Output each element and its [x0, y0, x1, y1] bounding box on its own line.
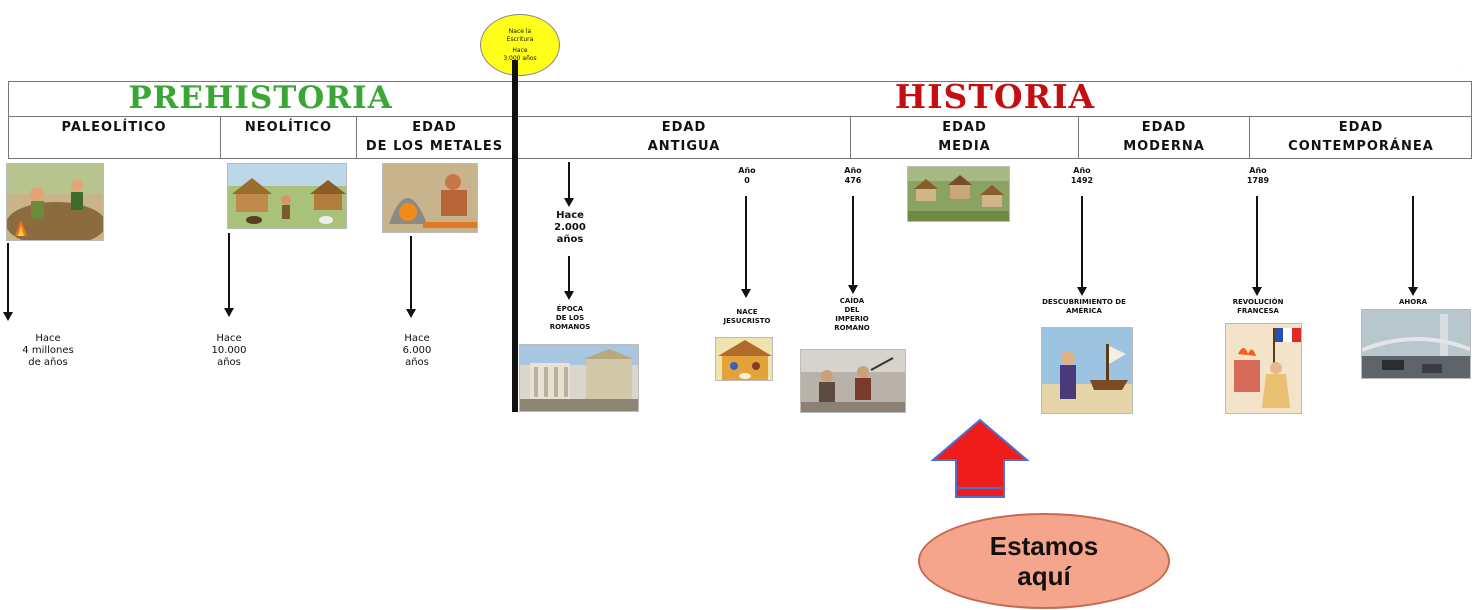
medieval-village-picture [907, 166, 1010, 222]
paleolithic-arrow-head [3, 312, 13, 321]
romans-arrow-line [568, 256, 570, 292]
modern-city-picture [1361, 309, 1471, 379]
period-divider [1078, 117, 1079, 159]
year-476-arrow-head [848, 285, 858, 294]
neolithic-arrow-line [228, 233, 230, 309]
paleolithic-picture [6, 163, 104, 241]
roman-forum-picture [519, 344, 639, 412]
romans-arrow-top-head [564, 198, 574, 207]
period-neolithic: NEOLÍTICO [244, 120, 333, 135]
period-divider [220, 117, 221, 159]
metal-age-arrow-head [406, 309, 416, 318]
top-title-cropped [380, 0, 1120, 12]
columbus-picture [1041, 327, 1133, 414]
metal-age-arrow-line [410, 236, 412, 310]
romans-arrow-top-line [568, 162, 570, 200]
writing-line1: Nace la [508, 27, 532, 35]
metal-age-picture [382, 163, 478, 233]
neolithic-picture [227, 163, 347, 229]
year-476-arrow-line [852, 196, 854, 286]
writing-invention-circle: Nace la Escritura Hace 3.000 años [480, 14, 560, 76]
year-1789-arrow-head [1252, 287, 1262, 296]
era-header-row [8, 81, 1472, 117]
image-credit: · [1456, 66, 1461, 68]
period-divider [356, 117, 357, 159]
now-label: AHORA [1398, 298, 1428, 306]
now-arrow-head [1408, 287, 1418, 296]
nativity-picture [715, 337, 773, 381]
history-title: HISTORIA [894, 77, 1096, 116]
you-are-here-line2: aquí [1017, 561, 1071, 591]
period-row [8, 117, 1472, 159]
you-are-here-bubble: Estamos aquí [918, 513, 1170, 609]
year-0-arrow-line [745, 196, 747, 290]
now-arrow-line [1412, 196, 1414, 288]
paleolithic-arrow-line [7, 243, 9, 313]
writing-line3: Hace [512, 46, 528, 54]
year-1492-arrow-head [1077, 287, 1087, 296]
romans-arrow-head [564, 291, 574, 300]
you-are-here-line1: Estamos [989, 531, 1099, 561]
writing-line4: 3.000 años [503, 54, 537, 62]
year-0-arrow-head [741, 289, 751, 298]
neolithic-arrow-head [224, 308, 234, 317]
writing-divider-line [512, 60, 518, 412]
you-are-here-arrow [930, 418, 1030, 498]
period-paleolithic: PALEOLÍTICO [61, 120, 167, 135]
year-1789-arrow-line [1256, 196, 1258, 288]
period-divider [850, 117, 851, 159]
fall-of-rome-picture [800, 349, 906, 413]
period-divider [1249, 117, 1250, 159]
french-revolution-picture [1225, 323, 1302, 414]
prehistory-title: PREHISTORIA [128, 80, 393, 116]
year-1492-arrow-line [1081, 196, 1083, 288]
writing-line2: Escritura [506, 35, 534, 43]
